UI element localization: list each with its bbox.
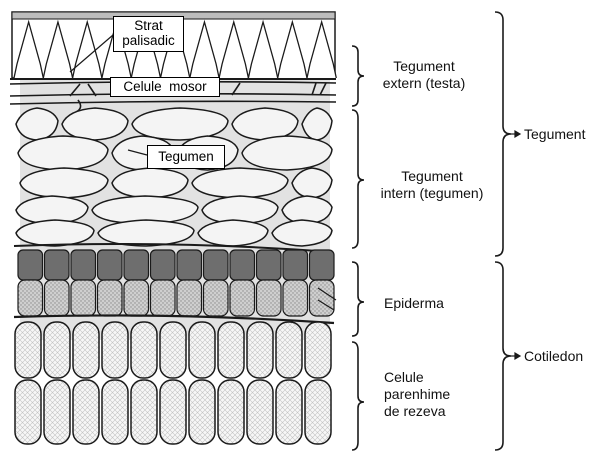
parenchyma-cell (276, 380, 302, 444)
parenchyma-cell (160, 322, 186, 378)
parenchyma-cell (247, 380, 273, 444)
label-celule-parenhime-line-2: parenhime (384, 386, 450, 403)
tegumen-cell (192, 168, 288, 198)
epidermis-light-cell (257, 280, 282, 316)
parenchyma-cell (44, 322, 70, 378)
bracket-tegument-extern (352, 46, 364, 106)
epidermis-dark-cell (45, 250, 70, 280)
epidermis-light-cell (230, 280, 255, 316)
tegumen-cell (132, 108, 228, 140)
label-celule-parenhime-line-1: Celule (384, 369, 450, 386)
parenchyma-cell (305, 380, 331, 444)
epidermis-light-cell (283, 280, 308, 316)
label-tegument-extern-line-2: extern (testa) (372, 75, 476, 92)
bracket-tegument (495, 12, 511, 256)
epidermis-dark-cell (310, 250, 335, 280)
epidermis-dark-cell (257, 250, 282, 280)
label-celule-parenhime-line-3: de rezeva (384, 403, 450, 420)
label-tegument-intern-line-1: Tegument (372, 168, 492, 185)
tegumen-cell (16, 220, 94, 246)
epidermis-light-cell (204, 280, 229, 316)
epidermis-dark-cell (18, 250, 43, 280)
epidermis-dark-cell (177, 250, 202, 280)
epidermis-dark-cell (230, 250, 255, 280)
parenchyma-cell (189, 380, 215, 444)
parenchyma-cell (218, 380, 244, 444)
parenchyma-cell (189, 322, 215, 378)
tegumen-cell (202, 196, 278, 224)
label-strat-palisadic: Strat palisadic (113, 16, 184, 52)
label-tegumen: Tegumen (147, 145, 225, 169)
label-strat-palisadic-line-1: Strat (114, 18, 183, 33)
epidermis-light-cell (124, 280, 149, 316)
parenchyma-cell (102, 322, 128, 378)
parenchyma-cell (276, 322, 302, 378)
bracket-epiderma (352, 262, 364, 336)
parenchyma-cell (218, 322, 244, 378)
tegumen-cell (98, 220, 194, 246)
label-tegument-extern: Tegument extern (testa) (372, 58, 476, 92)
epidermis-dark-cell (124, 250, 149, 280)
epidermis-light-cell (45, 280, 70, 316)
parenchyma-cell (15, 380, 41, 444)
label-cotiledon: Cotiledon (524, 348, 583, 365)
epidermis-light-cell (98, 280, 123, 316)
bracket-parenhime (352, 342, 364, 450)
parenchyma-cell (160, 380, 186, 444)
epidermis-dark-cell (283, 250, 308, 280)
tegumen-cell (18, 136, 108, 170)
epidermis-light-cell (177, 280, 202, 316)
tegumen-cell (112, 168, 188, 198)
parenchyma-cell (15, 322, 41, 378)
epidermis-dark-cell (204, 250, 229, 280)
parenchyma-cell (73, 322, 99, 378)
label-tegument-intern-line-2: intern (tegumen) (372, 185, 492, 202)
label-strat-palisadic-line-2: palisadic (114, 33, 183, 48)
tegumen-cell (20, 168, 108, 198)
bracket-cotiledon (495, 262, 511, 450)
label-tegument: Tegument (524, 126, 585, 143)
tegumen-cell (242, 136, 332, 170)
reserve-parenchyma-cells (15, 322, 331, 444)
arrows (511, 131, 520, 359)
epidermis-light-cell (151, 280, 176, 316)
label-celule-parenhime: Celule parenhime de rezeva (384, 369, 450, 420)
tegumen-cells (16, 108, 332, 246)
parenchyma-cell (305, 322, 331, 378)
epidermis-dark-cell (98, 250, 123, 280)
parenchyma-cell (131, 322, 157, 378)
parenchyma-cell (73, 380, 99, 444)
epidermis-light-cell (18, 280, 43, 316)
epidermis-light-cell (71, 280, 96, 316)
label-epiderma: Epiderma (384, 295, 444, 312)
parenchyma-cell (247, 322, 273, 378)
parenchyma-cell (102, 380, 128, 444)
epidermis-dark-cell (151, 250, 176, 280)
label-tegument-intern: Tegument intern (tegumen) (372, 168, 492, 202)
parenchyma-cell (44, 380, 70, 444)
parenchyma-cell (131, 380, 157, 444)
epidermis-dark-cell (71, 250, 96, 280)
bracket-tegument-intern (352, 110, 364, 248)
epidermis-light-cell (310, 280, 335, 316)
label-celule-mosor: Celule mosor (110, 77, 220, 97)
label-tegument-extern-line-1: Tegument (372, 58, 476, 75)
